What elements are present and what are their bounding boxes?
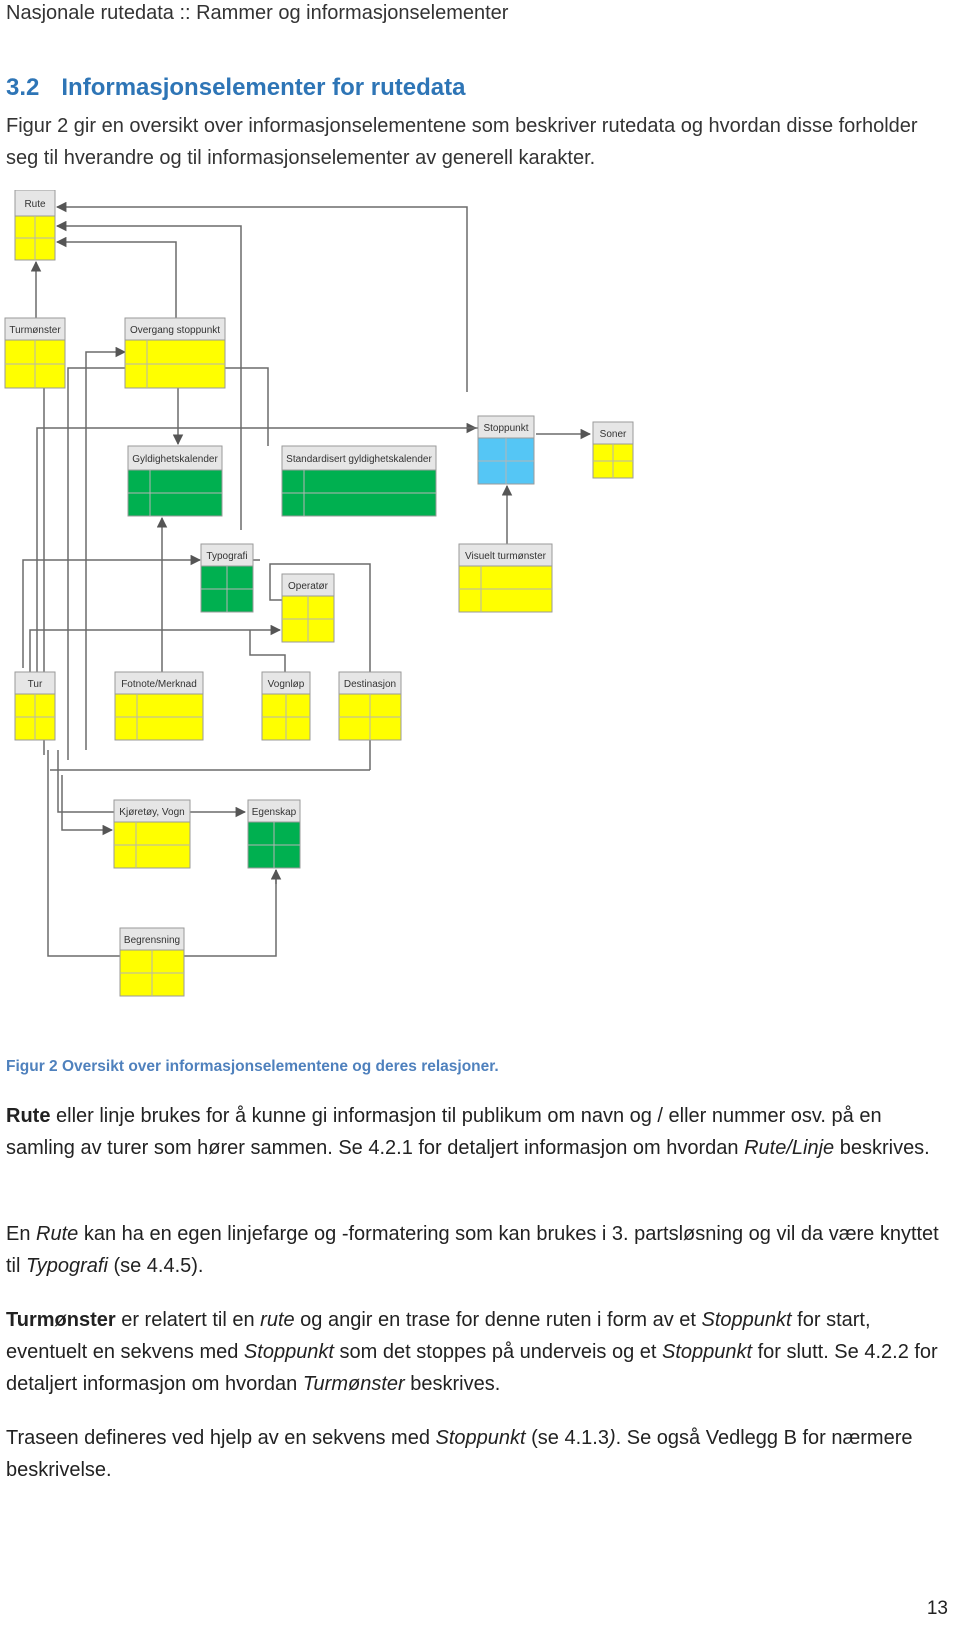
term-rute: Rute [6,1105,51,1127]
text-run: (se 4.4.5). [107,1255,204,1277]
paragraph-turmonster: Turmønster er relatert til en rute og an… [6,1304,951,1400]
diagram-box-typografi: Typografi [200,543,254,613]
page-number: 13 [926,1598,948,1619]
term-rute-linje: Rute/Linje [744,1137,835,1159]
term-typografi: Typografi [26,1255,108,1277]
connector-line [55,201,468,392]
diagram-box-vognlop: Vognløp [261,671,311,741]
box-label-vognlop: Vognløp [268,679,305,690]
paragraph-traseen: Traseen defineres ved hjelp av en sekven… [6,1422,951,1486]
box-label-turmonster: Turmønster [9,325,61,336]
connector-line [22,554,202,668]
diagram-box-destinasjon: Destinasjon [338,671,402,741]
diagram-box-operator: Operatør [281,573,335,643]
section-title: Informasjonselementer for rutedata [61,74,466,101]
box-header [281,445,437,471]
paragraph-linjefarge: En Rute kan ha en egen linjefarge og -fo… [6,1218,951,1282]
box-label-visuelt: Visuelt turmønster [465,551,547,562]
diagram-box-turmonster: Turmønster [4,317,66,389]
figure-caption: Figur 2 Oversikt over informasjonselemen… [6,1058,499,1075]
box-label-stoppunkt: Stoppunkt [483,423,528,434]
text-run: ) [608,1427,616,1449]
term-stoppunkt: Stoppunkt [243,1341,334,1363]
box-label-operator: Operatør [288,581,329,592]
document-header: Nasjonale rutedata :: Rammer og informas… [6,2,509,24]
section-heading: 3.2 Informasjonselementer for rutedata [6,74,465,102]
box-label-kjoretoy: Kjøretøy, Vogn [119,807,184,818]
box-header [14,190,56,217]
connector-line [269,563,371,770]
term-turmonster: Turmønster [6,1309,116,1331]
term-stoppunkt: Stoppunkt [701,1309,792,1331]
box-label-rute: Rute [24,199,46,210]
term-rute: rute [260,1309,295,1331]
text-run: beskrives. [834,1137,930,1159]
text-run: . Se også Vedlegg B for nærmere beskrive… [6,1427,913,1481]
box-label-overgang: Overgang stoppunkt [130,325,220,336]
diagram-box-overgang: Overgang stoppunkt [124,317,226,389]
diagram-box-egenskap: Egenskap [247,799,301,869]
diagram-box-standardisert: Standardisert gyldighetskalender [281,445,437,517]
connector-line [61,775,114,836]
connector-line [249,630,286,672]
intro-paragraph: Figur 2 gir en oversikt over informasjon… [6,115,918,169]
box-label-fotnote: Fotnote/Merknad [121,679,197,690]
text-run: er relatert til en [115,1309,261,1331]
term-rute: Rute [36,1223,79,1245]
box-label-destinasjon: Destinasjon [344,679,396,690]
diagram-box-rute: Rute [14,190,56,261]
text-run: og angir en trase for denne ruten i form… [294,1309,702,1331]
text-run: for slutt. Se 4.2.2 for detaljert inform… [6,1341,938,1395]
diagram-box-begrensning: Begrensning [119,927,185,997]
box-label-typografi: Typografi [206,551,247,562]
box-label-soner: Soner [600,429,627,440]
text-run: eller linje brukes for å kunne gi inform… [6,1105,882,1159]
box-label-egenskap: Egenskap [252,807,297,818]
connector-line [29,624,282,672]
connector-line [85,346,127,750]
diagram-box-soner: Soner [592,421,634,479]
text-run: Traseen defineres ved hjelp av en sekven… [6,1427,436,1449]
diagram-box-gyldighetskalender: Gyldighetskalender [127,445,223,517]
connector-line [36,422,478,672]
box-label-begrensning: Begrensning [124,935,180,946]
box-label-gyldighetskalender: Gyldighetskalender [132,454,218,465]
section-number: 3.2 [6,74,40,101]
term-stoppunkt: Stoppunkt [661,1341,753,1363]
connector-line [55,236,177,318]
box-label-tur: Tur [28,679,43,690]
text-run: En [6,1223,37,1245]
paragraph-rute: Rute eller linje brukes for å kunne gi i… [6,1100,951,1164]
text-run: for start, eventuelt en sekvens med [6,1309,871,1363]
text-run: kan ha en egen linjefarge og -formaterin… [6,1223,939,1277]
box-label-standardisert: Standardisert gyldighetskalender [286,454,432,465]
text-run: beskrives. [404,1373,501,1395]
diagram-box-stoppunkt: Stoppunkt [477,415,535,485]
text-run: (se 4.1.3 [525,1427,609,1449]
term-stoppunkt: Stoppunkt [435,1427,526,1449]
diagram-box-fotnote: Fotnote/Merknad [114,671,204,741]
text-run: som det stoppes på underveis og et [334,1341,662,1363]
diagram-box-visuelt: Visuelt turmønster [458,543,553,613]
term-turmonster: Turmønster [302,1373,405,1395]
diagram-box-kjoretoy: Kjøretøy, Vogn [113,799,191,869]
diagram-box-tur: Tur [14,671,56,741]
